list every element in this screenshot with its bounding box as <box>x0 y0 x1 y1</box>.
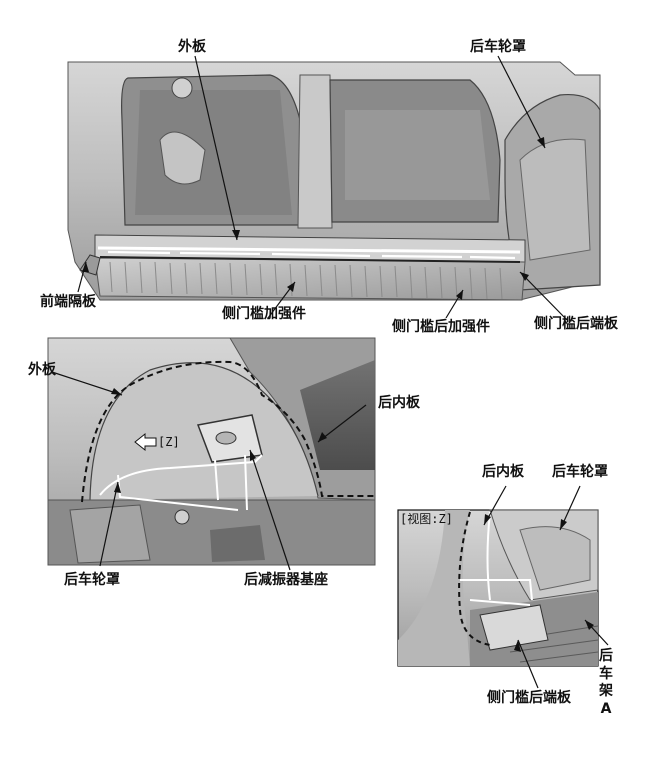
label-rear-wheelhouse: 后车轮罩 <box>470 39 526 55</box>
label-sill-rear-end-plate-view-z: 侧门槛后端板 <box>487 690 571 706</box>
label-sill-rear-reinforcement: 侧门槛后加强件 <box>392 319 490 335</box>
panel-3-view-z <box>397 509 599 667</box>
label-rear-frame-a-char-4: A <box>600 700 612 717</box>
label-rear-frame-a-char-1: 后 <box>599 648 613 664</box>
panel-2-wheelhouse-detail <box>47 337 376 566</box>
label-outer-panel-detail: 外板 <box>28 362 56 378</box>
label-sill-rear-end-plate: 侧门槛后端板 <box>534 316 618 332</box>
label-front-bulkhead: 前端隔板 <box>40 294 96 310</box>
label-rear-wheelhouse-detail: 后车轮罩 <box>64 572 120 588</box>
view-z-title: [视图:Z] <box>400 512 453 526</box>
label-rear-frame-a-char-3: 架 <box>599 683 613 699</box>
label-rear-inner-panel: 后内板 <box>378 395 420 411</box>
label-sill-reinforcement: 侧门槛加强件 <box>222 306 306 322</box>
label-rear-inner-panel-view-z: 后内板 <box>482 464 524 480</box>
label-rear-wheelhouse-view-z: 后车轮罩 <box>552 464 608 480</box>
view-z-marker: [Z] <box>158 435 180 449</box>
panel-2-arrowheads <box>111 388 327 493</box>
label-rear-frame-a-char-2: 车 <box>599 665 613 682</box>
label-outer-panel: 外板 <box>178 39 206 55</box>
panel-1-leader-lines <box>77 55 568 321</box>
panel-2-leader-lines <box>51 371 367 571</box>
panel-1-side-body <box>67 61 601 301</box>
panel-1-arrowheads <box>82 137 545 300</box>
panel-3-arrowheads <box>484 514 594 652</box>
label-rear-frame-a: 后 车 架 A <box>598 648 614 718</box>
label-rear-shock-base: 后减振器基座 <box>244 572 328 588</box>
